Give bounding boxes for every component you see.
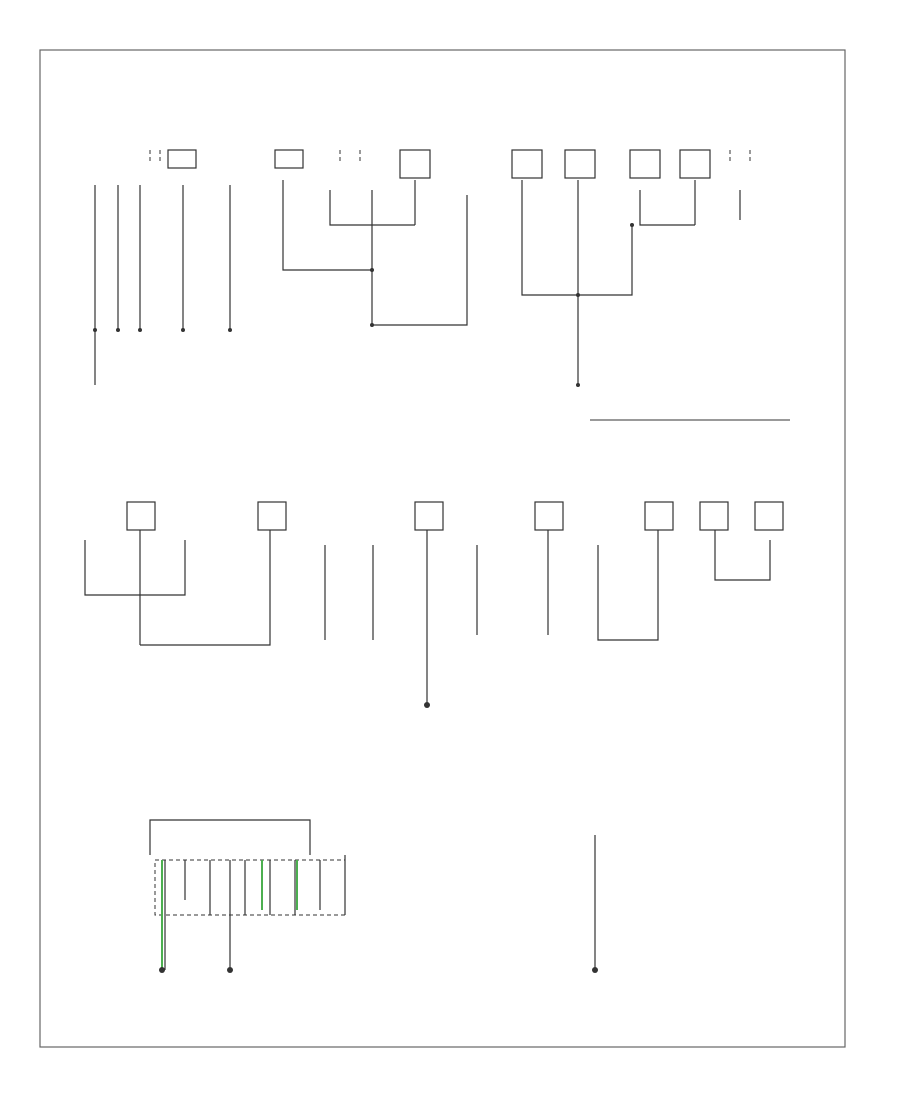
connector-dash-3	[339, 150, 401, 162]
splice-l4	[181, 328, 185, 332]
wire-group-right	[521, 180, 741, 385]
ground-point-g2	[159, 967, 165, 973]
connector-box-m6	[699, 501, 729, 531]
middle-section	[84, 501, 784, 708]
connector-box-m7	[754, 501, 784, 531]
splice-l2	[116, 328, 120, 332]
connector-box-m2	[257, 501, 287, 531]
diagram-frame	[39, 49, 846, 1048]
connector-box-m5	[644, 501, 674, 531]
bottom-dashed-box	[154, 859, 346, 916]
bottom-section	[149, 819, 598, 973]
splice-l3	[138, 328, 142, 332]
wire-group-middle	[282, 180, 468, 326]
splice-m1	[370, 268, 374, 272]
bottom-wires	[164, 855, 346, 970]
connector-box-6	[629, 149, 661, 179]
connector-box-4	[511, 149, 543, 179]
connector-box-7	[679, 149, 711, 179]
ground-point-g4	[592, 967, 598, 973]
connector-box-m1	[126, 501, 156, 531]
connector-box-1	[167, 149, 197, 169]
splice-r3	[630, 223, 634, 227]
ground-point-g1	[424, 702, 430, 708]
connector-box-5	[564, 149, 596, 179]
connector-box-2	[274, 149, 304, 169]
ground-point-g3	[227, 967, 233, 973]
splice-m2	[370, 323, 374, 327]
splice-l1	[93, 328, 97, 332]
connector-box-3	[399, 149, 431, 179]
top-section	[93, 149, 790, 421]
connector-box-m4	[534, 501, 564, 531]
connector-box-m3	[414, 501, 444, 531]
wire-group-mid-left	[84, 530, 271, 646]
splice-l5	[228, 328, 232, 332]
wire-group-mid-center	[324, 530, 549, 705]
wire-group-mid-right	[597, 530, 771, 641]
connector-left-1	[149, 150, 161, 162]
splice-r2	[576, 383, 580, 387]
wire-group-left	[94, 185, 231, 385]
bottom-bracket	[149, 819, 311, 855]
connector-dash-8	[729, 150, 751, 162]
splice-r1	[576, 293, 580, 297]
